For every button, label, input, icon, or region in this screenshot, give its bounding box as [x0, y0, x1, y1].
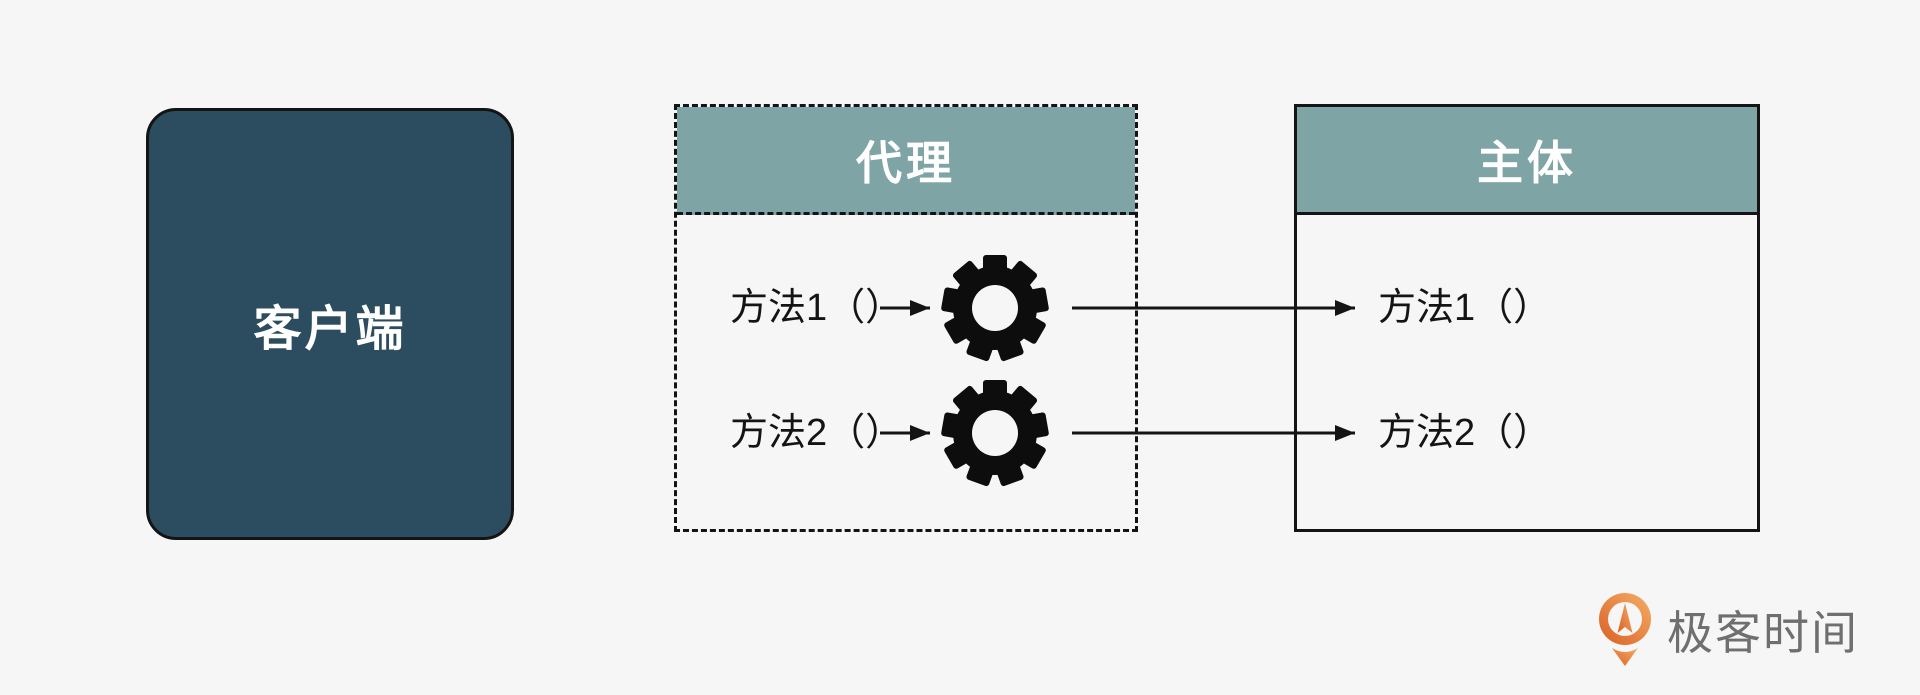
client-box: 客户端: [146, 108, 514, 540]
proxy-method-2-label: 方法2（）: [730, 412, 904, 454]
proxy-title: 代理: [856, 136, 956, 189]
proxy-method-1-label: 方法1（）: [730, 287, 904, 329]
logo-text: 极客时间: [1667, 607, 1859, 659]
subject-method-1-label: 方法1（）: [1378, 287, 1552, 329]
subject-header: 主体: [1297, 107, 1757, 215]
proxy-box: 代理: [674, 104, 1138, 532]
subject-title: 主体: [1477, 136, 1577, 189]
subject-box: 主体: [1294, 104, 1760, 532]
geektime-pin-icon: [1599, 593, 1651, 666]
client-label: 客户端: [253, 303, 407, 356]
subject-method-2-label: 方法2（）: [1378, 412, 1552, 454]
proxy-header: 代理: [677, 107, 1135, 215]
logo: 极客时间: [1598, 592, 1859, 668]
